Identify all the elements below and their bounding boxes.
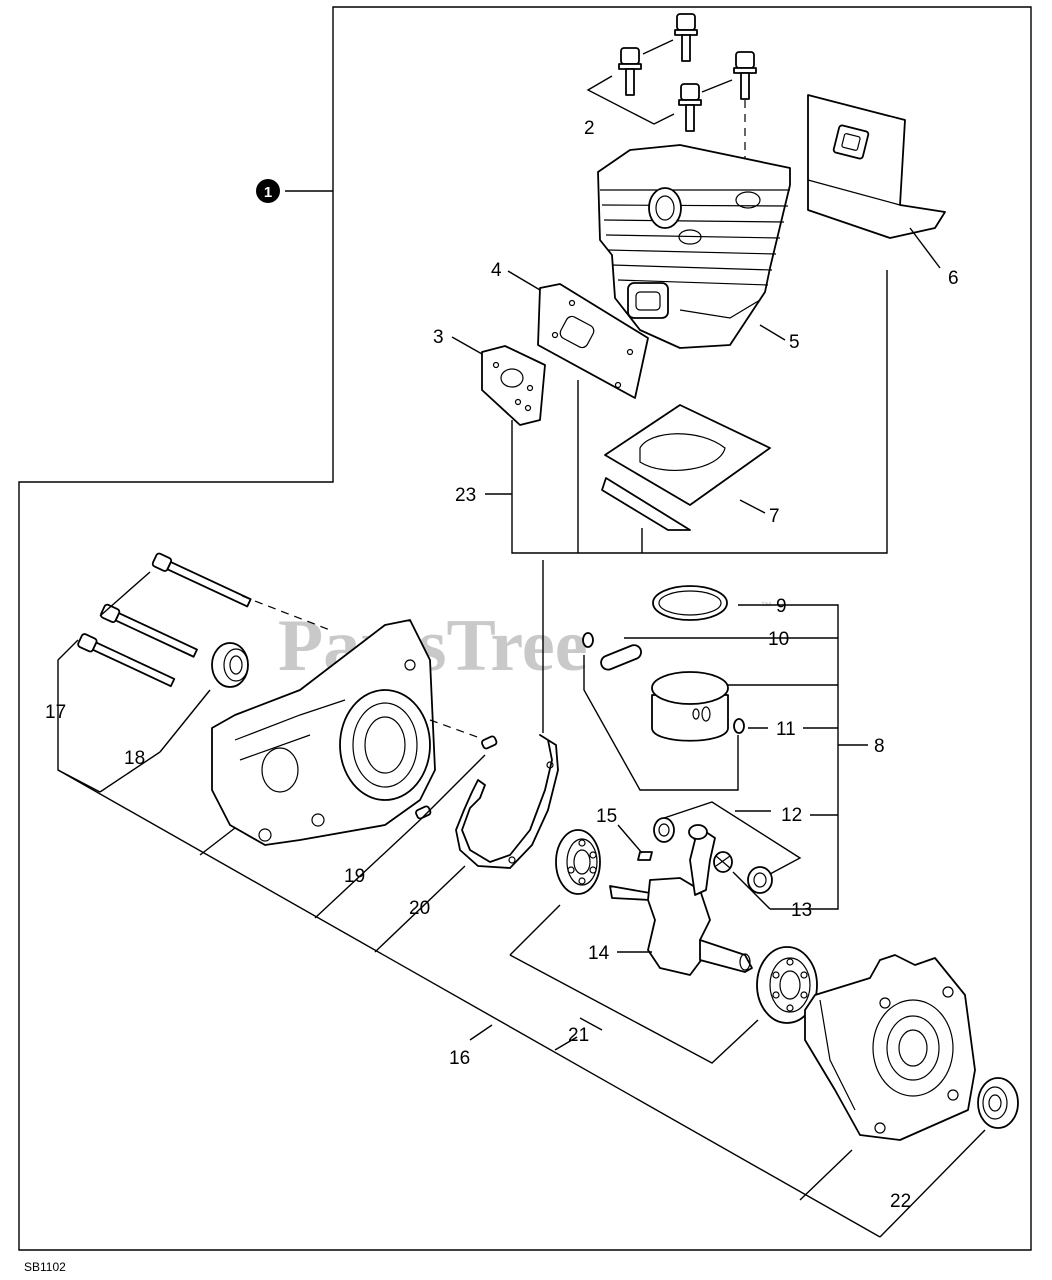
watermark-tm: ™ [760,599,772,613]
callout-10: 10 [768,629,789,650]
crankcase-bolts [57,552,331,793]
callout-19: 19 [344,866,365,887]
intake-gasket [537,283,649,399]
callout-3: 3 [433,327,444,348]
cylinder-gasket [601,404,771,531]
leader-lines [57,227,986,1238]
callout-20: 20 [409,898,430,919]
callout-13: 13 [791,900,812,921]
callout-8: 8 [874,736,885,757]
oil-seal-right [977,1077,1019,1129]
callout-22: 22 [890,1191,911,1212]
callout-17: 17 [45,702,66,723]
callout-16: 16 [449,1048,470,1069]
callout-6: 6 [948,268,959,289]
oil-seal-left [211,642,249,688]
cylinder-bolts [586,13,757,185]
crankshaft [609,824,753,976]
diagram-code: SB1102 [24,1260,66,1274]
callout-12: 12 [781,805,802,826]
callout-7: 7 [769,506,780,527]
assembly-marker-label: 1 [264,184,272,201]
piston-assembly [582,585,745,742]
crankcase-left [211,619,436,846]
insulator [481,345,546,426]
callout-14: 14 [588,943,610,964]
heat-shield [807,94,946,239]
crankcase-right [804,954,976,1141]
callout-2: 2 [584,118,595,139]
callout-11: 11 [776,719,796,740]
connecting-rod-parts [637,817,773,894]
callout-4: 4 [491,260,502,281]
bearing-right [756,946,818,1024]
callout-5: 5 [789,332,800,353]
dowel-pins [415,719,498,820]
callout-9: 9 [776,596,787,617]
assembly-marker [256,179,280,203]
assembly-frame [18,6,1032,1251]
callout-15: 15 [596,806,617,827]
callout-21: 21 [568,1025,589,1046]
crankcase-gasket [455,560,559,869]
callout-18: 18 [124,748,145,769]
bearing-left [555,829,601,895]
callout-23: 23 [455,485,476,506]
cylinder [597,144,791,349]
callout-labels: 2 3 4 5 6 7 8 9 10 11 12 13 14 15 16 17 … [45,118,959,1212]
